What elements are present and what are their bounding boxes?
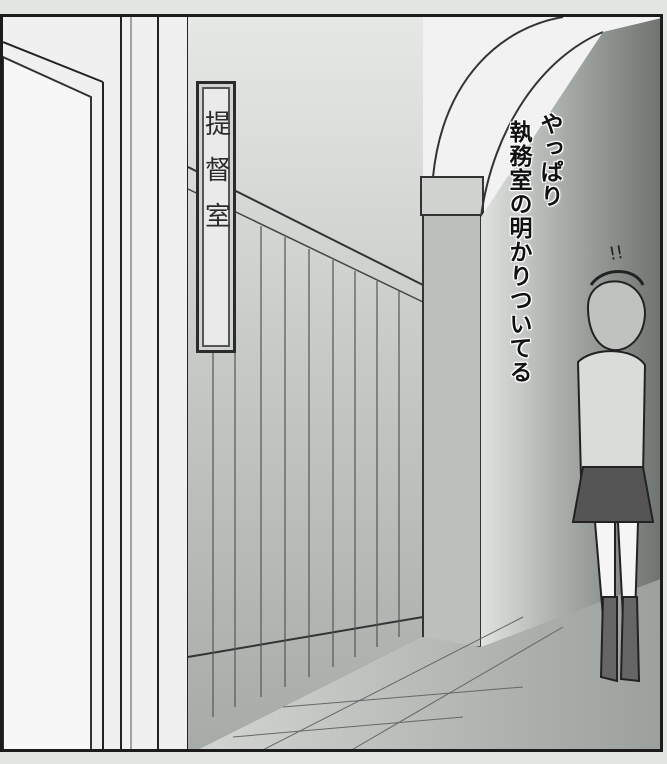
door-sign: 提督室 [196,81,236,353]
speech-line-1: やっぱり [536,112,562,208]
manga-panel: 提督室 やっぱり 執務室の明かりついてる !! [0,14,663,752]
character-figure [571,270,655,683]
speech-line-2: 執務室の明かりついてる [505,120,531,384]
corridor-illustration [3,17,660,749]
door-sign-text: 提督室 [200,110,231,248]
